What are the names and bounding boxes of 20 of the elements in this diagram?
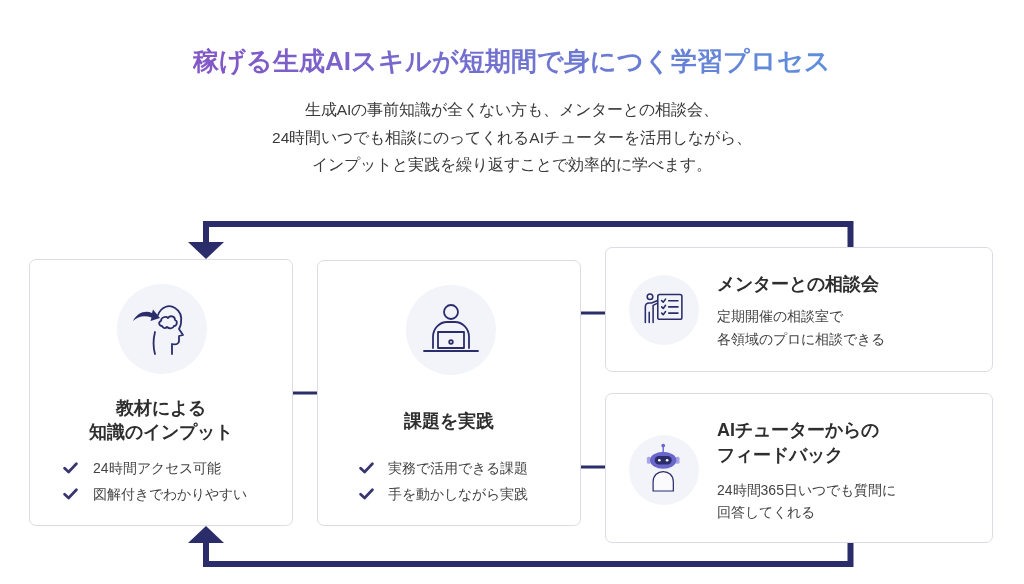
- checklist-text: 手を動かしながら実践: [388, 485, 528, 504]
- intro-text: 生成AIの事前知識が全くない方も、メンターとの相談会、24時間いつでも相談にのってくれるAIチューターを活用しながら、インプットと実践を繰り返すことで効率的に学べます。: [272, 100, 752, 175]
- card-title: メンターとの相談会: [717, 273, 879, 296]
- checklist-text: 24時間アクセス可能: [93, 459, 221, 478]
- connector-line: [581, 465, 605, 469]
- loop-arrow: [188, 221, 854, 259]
- card-description: 24時間365日いつでも質問に回答してくれる: [717, 481, 896, 522]
- card-description: 定期開催の相談室で各領域のプロに相談できる: [717, 307, 885, 349]
- connector-line: [293, 391, 317, 395]
- step-card: [605, 393, 993, 543]
- card-title: AIチューターからのフィードバック: [717, 419, 879, 467]
- step-card: [317, 260, 581, 526]
- card-title: 教材による知識のインプット: [89, 397, 233, 444]
- step-card: [29, 259, 293, 526]
- step-card: [605, 247, 993, 372]
- connector-line: [581, 311, 605, 315]
- checklist-text: 実務で活用できる課題: [388, 459, 528, 478]
- card-title: 課題を実践: [404, 410, 494, 433]
- checklist-text: 図解付きでわかりやすい: [93, 485, 247, 504]
- loop-arrow: [188, 526, 854, 567]
